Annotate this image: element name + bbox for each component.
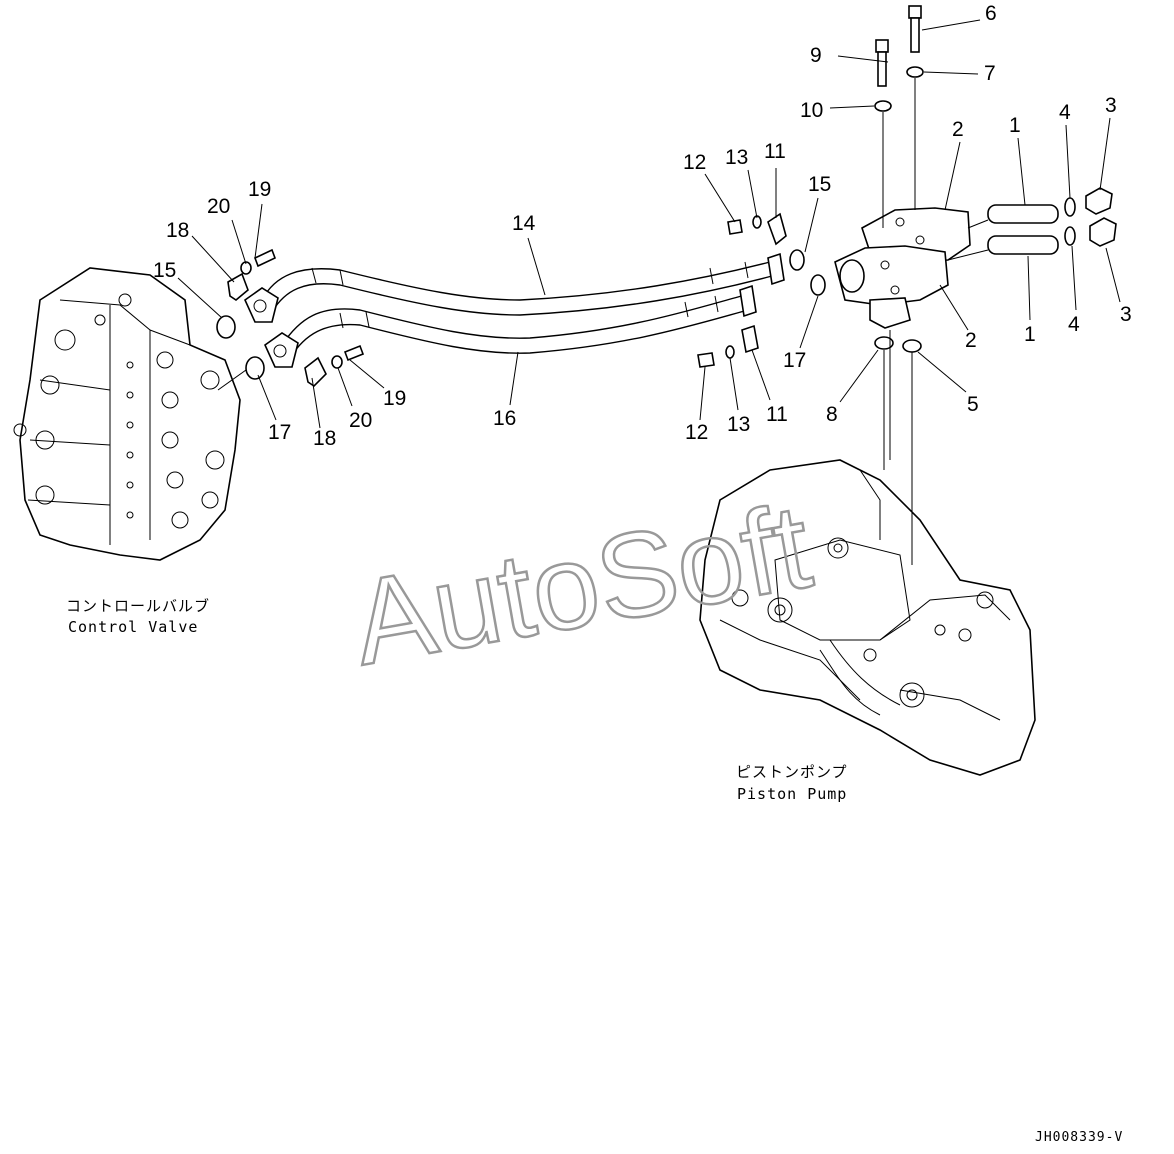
callout-2-top: 2 (952, 118, 964, 141)
callout-5: 5 (967, 393, 979, 416)
callout-7: 7 (984, 62, 996, 85)
callout-9: 9 (810, 44, 822, 67)
callout-11-top: 11 (764, 140, 786, 163)
flange-pump-side (697, 212, 826, 368)
control-valve-drawing (13, 267, 241, 561)
callout-8: 8 (826, 403, 838, 426)
callout-16: 16 (493, 407, 516, 430)
callout-1-bottom: 1 (1024, 323, 1036, 346)
callout-18-top: 18 (166, 219, 189, 242)
piston-pump-drawing (699, 459, 1036, 776)
tube-14 (261, 261, 773, 316)
orings-bottom (874, 330, 922, 565)
component-captions: コントロールバルブ Control Valve ピストンポンプ Piston P… (66, 597, 848, 803)
callout-numbers: 6 9 7 10 3 4 1 2 12 13 11 15 14 19 20 18… (153, 2, 1132, 450)
callout-12-top: 12 (683, 151, 706, 174)
control-valve-label-en: Control Valve (68, 618, 198, 636)
bolts-top (874, 5, 924, 228)
callout-17-left: 17 (268, 421, 291, 444)
control-valve-label-jp: コントロールバルブ (66, 597, 210, 615)
callout-19-bottom: 19 (383, 387, 406, 410)
callout-15-right: 15 (808, 173, 831, 196)
callout-18-bottom: 18 (313, 427, 336, 450)
tube-1-pair (947, 187, 1117, 261)
callout-1-top: 1 (1009, 114, 1021, 137)
manifold-block (834, 207, 971, 329)
callout-20-bottom: 20 (349, 409, 372, 432)
callout-4-top: 4 (1059, 101, 1071, 124)
callout-14: 14 (512, 212, 536, 235)
flange-valve-side (216, 248, 365, 388)
callout-4-bottom: 4 (1068, 313, 1080, 336)
callout-15-left: 15 (153, 259, 176, 282)
callout-19-top: 19 (248, 178, 271, 201)
callout-20-top: 20 (207, 195, 230, 218)
callout-3-bottom: 3 (1120, 303, 1132, 326)
callout-13-top: 13 (725, 146, 748, 169)
callout-6: 6 (985, 2, 997, 25)
piston-pump-label-en: Piston Pump (737, 785, 847, 803)
tube-16 (281, 294, 749, 359)
callout-13-bottom: 13 (727, 413, 750, 436)
callout-12-bottom: 12 (685, 421, 708, 444)
leader-lines (177, 19, 1121, 429)
callout-2-bottom: 2 (965, 329, 977, 352)
callout-11-bottom: 11 (766, 403, 788, 426)
callout-17-right: 17 (783, 349, 806, 372)
drawing-id: JH008339-V (1035, 1130, 1123, 1145)
callout-10: 10 (800, 99, 823, 122)
callout-3-top: 3 (1105, 94, 1117, 117)
piston-pump-label-jp: ピストンポンプ (736, 763, 848, 781)
